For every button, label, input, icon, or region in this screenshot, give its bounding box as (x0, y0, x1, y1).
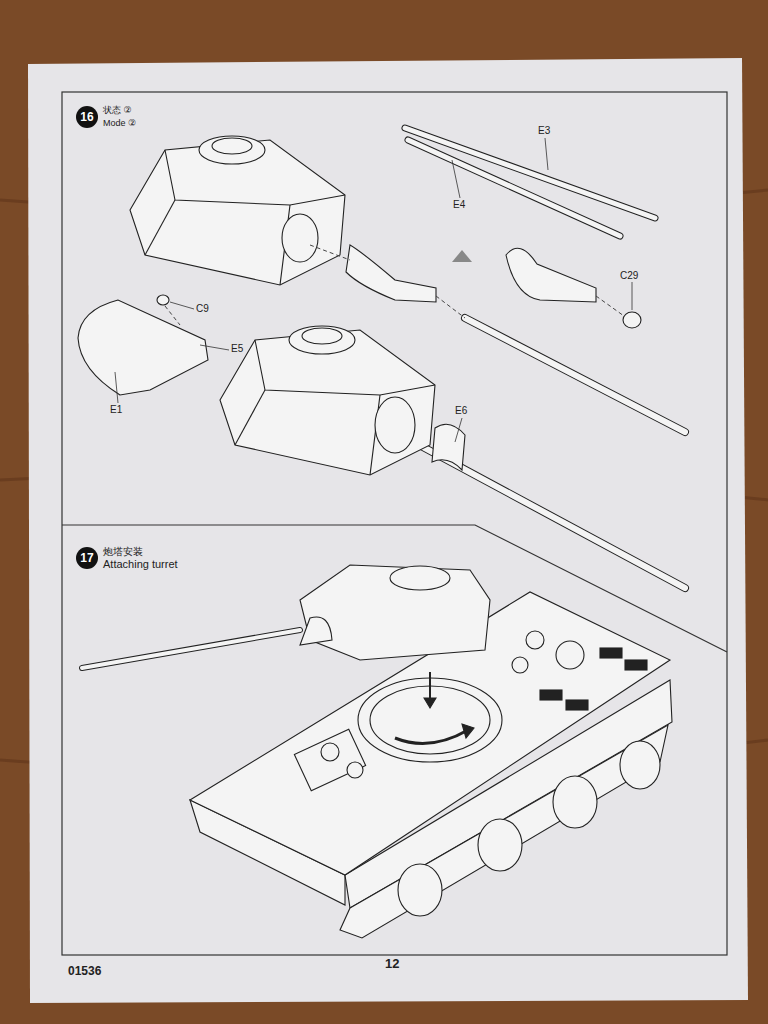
tank-hull (82, 630, 300, 668)
turret-drawing (130, 136, 465, 475)
part-label: C29 (620, 270, 638, 281)
step-heading: Mode ② (103, 119, 136, 129)
tank-hull (553, 776, 597, 828)
leader-line (170, 302, 194, 309)
leader-line (455, 418, 462, 442)
step-heading: 状态 ② (103, 106, 132, 116)
page-footer-text: 12 (385, 957, 399, 971)
tank-hull (526, 631, 544, 649)
turret-drawing (145, 200, 175, 255)
step-number: 16 (76, 106, 98, 128)
barrel-part (405, 128, 655, 218)
barrel-part (405, 128, 685, 588)
mantlet-part (506, 248, 596, 302)
tank-hull (82, 565, 672, 938)
step-marker: 17 炮塔安装Attaching turret (76, 547, 180, 571)
tank-hull (556, 641, 584, 669)
tank-hull (478, 819, 522, 871)
barrel-part (405, 128, 655, 218)
turret-drawing (289, 326, 355, 354)
tank-hull (566, 700, 588, 710)
mantlet-part (78, 245, 641, 395)
frame-border (62, 92, 727, 955)
part-label: E1 (110, 404, 122, 415)
tank-hull (600, 648, 622, 658)
tank-hull (82, 630, 300, 668)
barrel-part (408, 140, 620, 236)
step-number: 17 (76, 547, 98, 569)
assembly-line (436, 296, 465, 318)
leader-line (115, 372, 118, 403)
turret-drawing (282, 214, 318, 262)
turret-drawing (212, 138, 252, 154)
step-heading: 炮塔安装 (103, 546, 143, 557)
tank-hull (625, 660, 647, 670)
mantlet-part (157, 295, 169, 305)
assembly-line (310, 245, 350, 260)
tank-hull (398, 864, 442, 916)
turret-drawing (375, 397, 415, 453)
barrel-part (465, 318, 685, 432)
mantlet-part (623, 312, 641, 328)
frame-border (62, 92, 727, 955)
part-label: C9 (196, 303, 209, 314)
mantlet-part (78, 300, 208, 395)
tank-hull (294, 729, 365, 791)
assembly-line (165, 245, 624, 325)
leader-line (200, 345, 229, 350)
barrel-part (465, 318, 685, 432)
tank-hull (321, 743, 339, 761)
turret-drawing (302, 328, 342, 344)
leader-line (632, 282, 633, 310)
assembly-line (165, 306, 180, 325)
tank-hull (395, 730, 468, 743)
leader-line (115, 138, 632, 442)
part-label: E5 (231, 343, 243, 354)
turret-drawing (235, 390, 265, 445)
tank-hull (390, 566, 450, 590)
turret-drawing (432, 424, 465, 470)
tank-hull (462, 724, 474, 738)
part-label: E4 (453, 199, 465, 210)
turret-drawing (199, 136, 265, 164)
tank-hull (620, 741, 660, 789)
tank-hull (540, 690, 562, 700)
page-footer-text: 01536 (68, 965, 101, 978)
mantlet-part (346, 245, 436, 302)
paper-sheet (28, 58, 748, 1003)
tank-hull (347, 762, 363, 778)
step-heading: Attaching turret (103, 558, 178, 570)
assembly-line (596, 296, 624, 316)
tank-hull (300, 565, 490, 660)
tank-hull (300, 617, 332, 645)
part-label: E3 (538, 125, 550, 136)
leader-line (452, 160, 460, 198)
step-marker: 16 状态 ② Mode ② (76, 106, 139, 130)
tank-hull (512, 657, 528, 673)
barrel-part (408, 140, 620, 236)
leader-line (545, 138, 548, 170)
paper-sheet (28, 58, 748, 1003)
mantlet-part (452, 250, 472, 262)
part-label: E6 (455, 405, 467, 416)
tank-hull (424, 698, 436, 708)
